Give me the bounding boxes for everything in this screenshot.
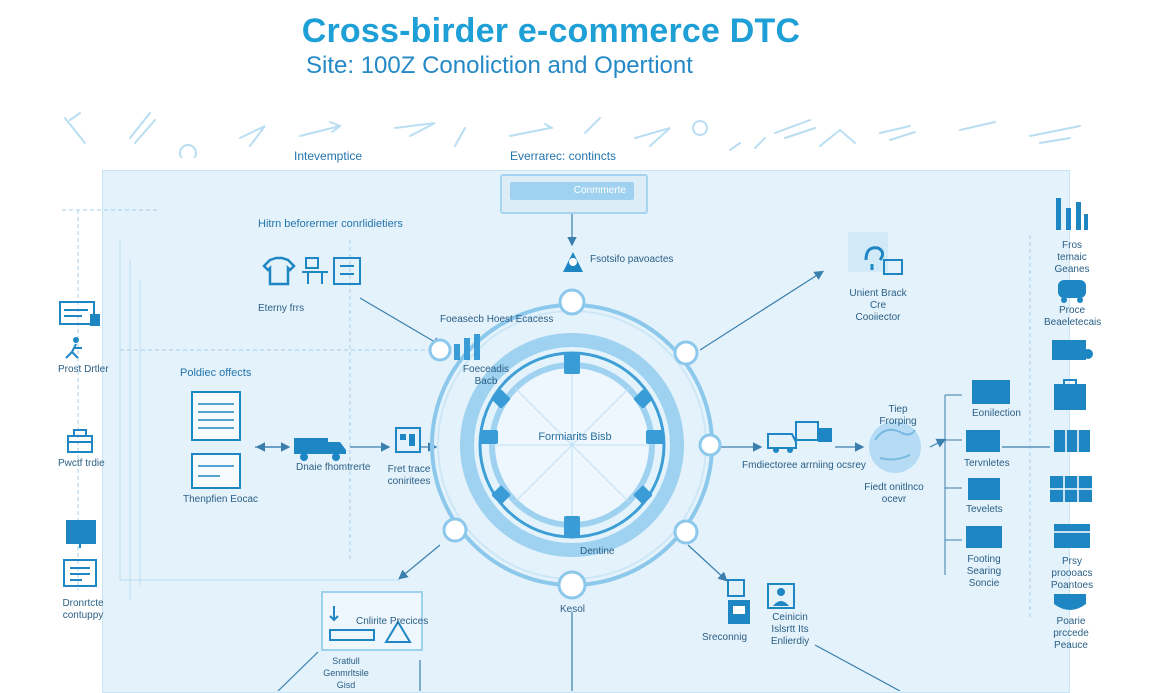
window-icon <box>1052 522 1092 555</box>
box-icon <box>66 428 96 459</box>
grid-icon <box>1052 428 1092 459</box>
right-column-label-3: Tevelets <box>966 504 1003 515</box>
right-column-label-2: Tervnletes <box>964 458 1010 469</box>
far-left-label-3: Dronrtcte contuppy <box>62 598 104 621</box>
storefront-icon <box>964 524 1004 555</box>
bar-chart-icon <box>450 332 490 367</box>
hub-node-upper-left-label: Foeasecb Hoest Ecacess <box>440 314 554 325</box>
globe-label-top: Tiep Frorping <box>879 404 917 427</box>
hub-node-upper-left-inner-label: Foeceadis Bacb <box>462 364 510 387</box>
logistics-label: Fmdiectoreе arrniing ocsrey <box>742 460 866 471</box>
far-right-label-3: Prsy proooacs Poantoes <box>1050 556 1094 591</box>
brand-group-title: Hitrn beforermer conrlidietiers <box>258 218 403 230</box>
far-right-label-2: Proce Beaeletecais <box>1044 305 1102 328</box>
monitor-icon <box>58 300 102 335</box>
screen-icon <box>964 428 1002 459</box>
far-right-label-1: Fros temaic Geanes <box>1054 240 1090 275</box>
truck-label: Dnaie fhomtrerte <box>296 462 371 473</box>
hub-node-top-label: Fsotsifo pavoactes <box>590 254 674 265</box>
toggle-panel-icon <box>1050 338 1094 369</box>
document-icon <box>190 390 242 447</box>
column-header-left: Intevemptice <box>294 149 363 163</box>
bottom-center-label-2: Ceinicin Islsrtt Its Enlierdiy <box>770 612 810 647</box>
page-title: Cross-birder e-commerce DTC <box>301 12 801 50</box>
card-icon <box>966 476 1002 507</box>
terminal-icon <box>724 578 754 635</box>
analytics-icon <box>1054 196 1090 237</box>
shirt-icon <box>262 256 296 291</box>
shelving-icon <box>1048 474 1094 509</box>
list-panel-icon <box>62 558 98 593</box>
hub-label: Formiarits Bisb <box>538 431 612 443</box>
right-column-label-4: Footing Searing Soncie <box>966 554 1002 589</box>
page-subtitle: Site: 100Z Conoliction and Opertiont <box>306 52 693 79</box>
user-icon <box>561 250 585 279</box>
bottom-left-caption: Sratlull Genmrltsile Gisd <box>323 656 369 690</box>
bottom-left-label: Cnlirite Precices <box>356 616 429 627</box>
package-icon <box>1052 592 1088 619</box>
delivery-icon <box>1054 276 1090 309</box>
checklist-icon <box>394 426 424 459</box>
device-icon <box>332 254 364 293</box>
form-icon <box>190 452 242 495</box>
logistics-truck-icon <box>766 420 836 459</box>
far-left-label-2: Pwctf trdie <box>58 458 105 469</box>
briefcase-icon <box>1052 378 1088 417</box>
far-left-label-1: Prost Drtler <box>58 364 109 375</box>
right-upper-label: Unient Brack Cre Cooiiector <box>849 288 907 323</box>
customer-service-icon <box>846 230 910 291</box>
product-group-title: Poldiec offects <box>180 367 252 379</box>
tablet-icon <box>64 518 98 553</box>
bottom-center-label-1: Sreconnig <box>702 632 748 643</box>
brand-group-caption: Eterny frrs <box>258 303 305 314</box>
cart-panel-icon <box>970 378 1012 411</box>
connector-label: Conmmerte <box>510 182 634 200</box>
person-icon <box>766 582 796 615</box>
kiosk-icon <box>320 590 426 657</box>
truck-icon <box>292 432 348 467</box>
doc-flow-label: Fret trace coniritees <box>387 464 431 487</box>
workspace-icon <box>300 254 330 291</box>
sketch-decoration <box>64 112 1081 158</box>
far-right-label-4: Poarie prccede Peauce <box>1053 616 1089 651</box>
person-walk-icon <box>62 336 86 365</box>
column-header-center: Everrareс: contincts <box>510 149 617 163</box>
product-group-caption: Thenpfien Eocac <box>183 494 259 505</box>
hub-node-below-label: Kesol <box>560 604 586 615</box>
right-column-label-1: Eonilection <box>972 408 1021 419</box>
globe-label-bottom: Fiedt onitlnco ocevr <box>864 482 924 505</box>
hub-node-bottom-label: Dentine <box>580 546 615 557</box>
